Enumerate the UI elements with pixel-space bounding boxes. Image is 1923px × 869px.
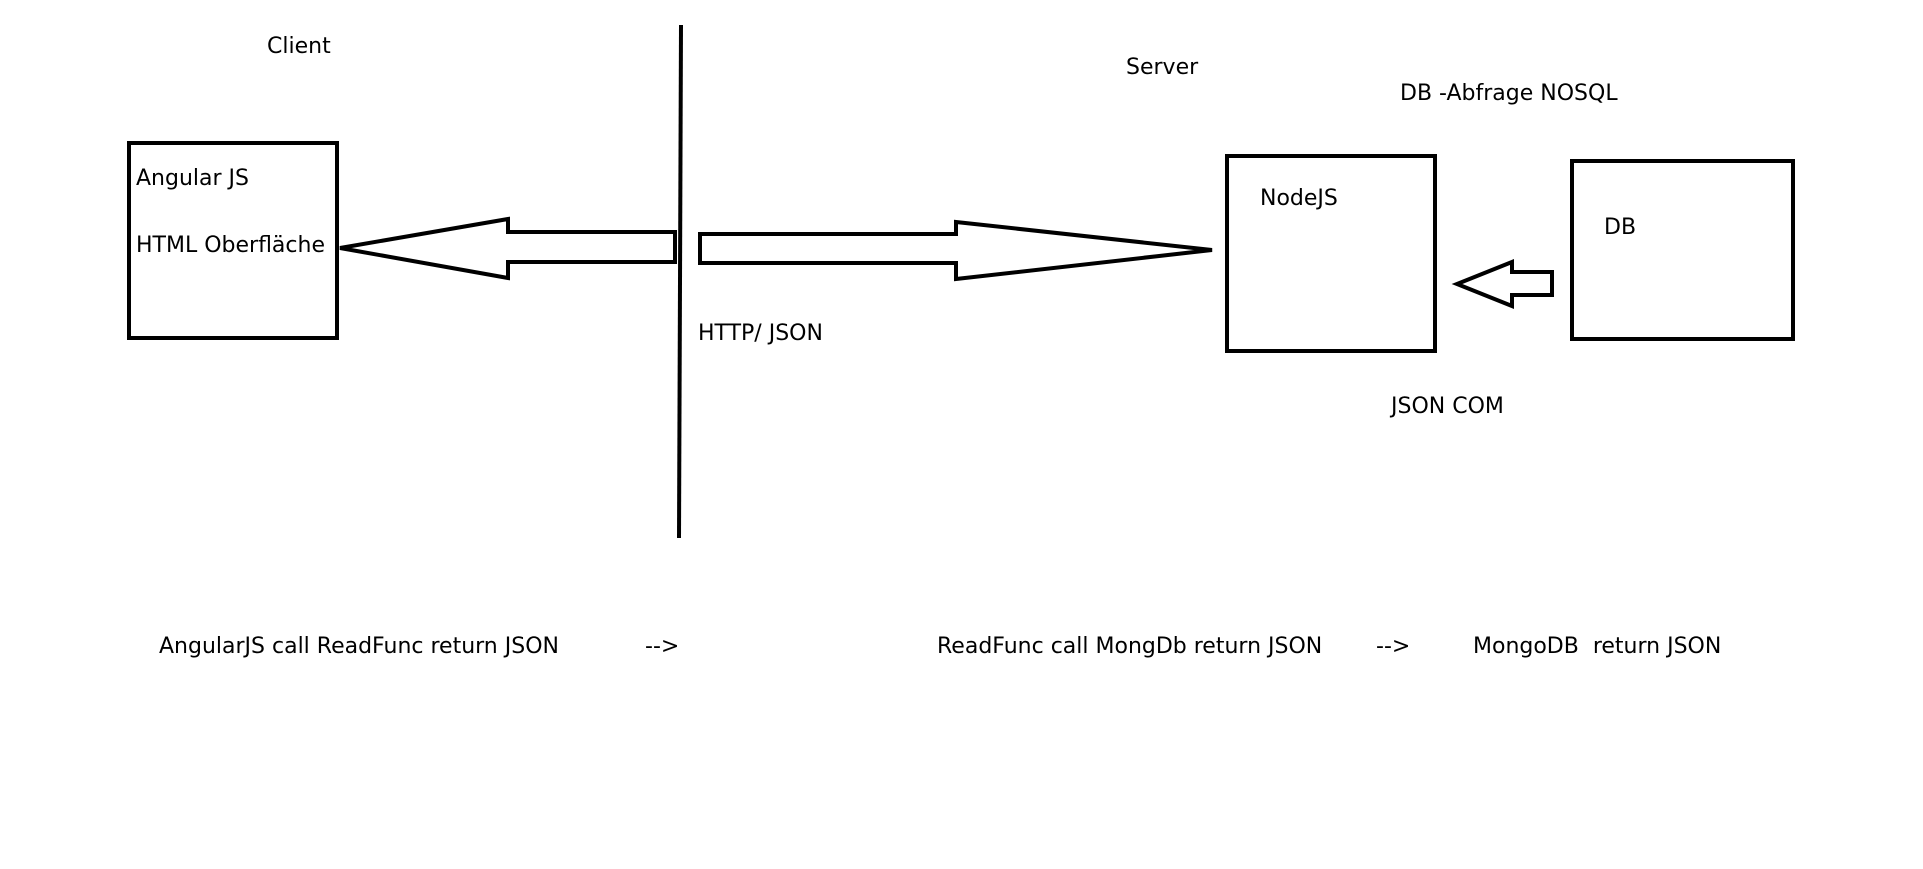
- arrow-to-client: [339, 216, 677, 281]
- flow-arrow-2: -->: [1376, 634, 1411, 659]
- flow-step-angularjs: AngularJS call ReadFunc return JSON: [159, 634, 559, 659]
- db-box: [1570, 159, 1795, 341]
- nodejs-box: [1225, 154, 1437, 353]
- flow-arrow-1: -->: [645, 634, 680, 659]
- flow-step-mongodb: MongoDB return JSON: [1473, 634, 1722, 659]
- db-query-label: DB -Abfrage NOSQL: [1400, 81, 1618, 106]
- nodejs-label: NodeJS: [1260, 186, 1338, 211]
- client-server-divider: [677, 24, 683, 539]
- angularjs-box: [127, 141, 339, 340]
- server-label: Server: [1126, 55, 1199, 80]
- http-json-label: HTTP/ JSON: [698, 321, 823, 346]
- flow-step-readfunc: ReadFunc call MongDb return JSON: [937, 634, 1323, 659]
- html-surface-label: HTML Oberfläche: [136, 233, 325, 258]
- json-com-label: JSON COM: [1391, 394, 1504, 419]
- arrow-db-to-nodejs: [1451, 259, 1554, 309]
- angularjs-label: Angular JS: [136, 166, 249, 191]
- db-label: DB: [1604, 215, 1637, 240]
- arrow-to-nodejs: [698, 219, 1213, 282]
- client-label: Client: [267, 34, 331, 59]
